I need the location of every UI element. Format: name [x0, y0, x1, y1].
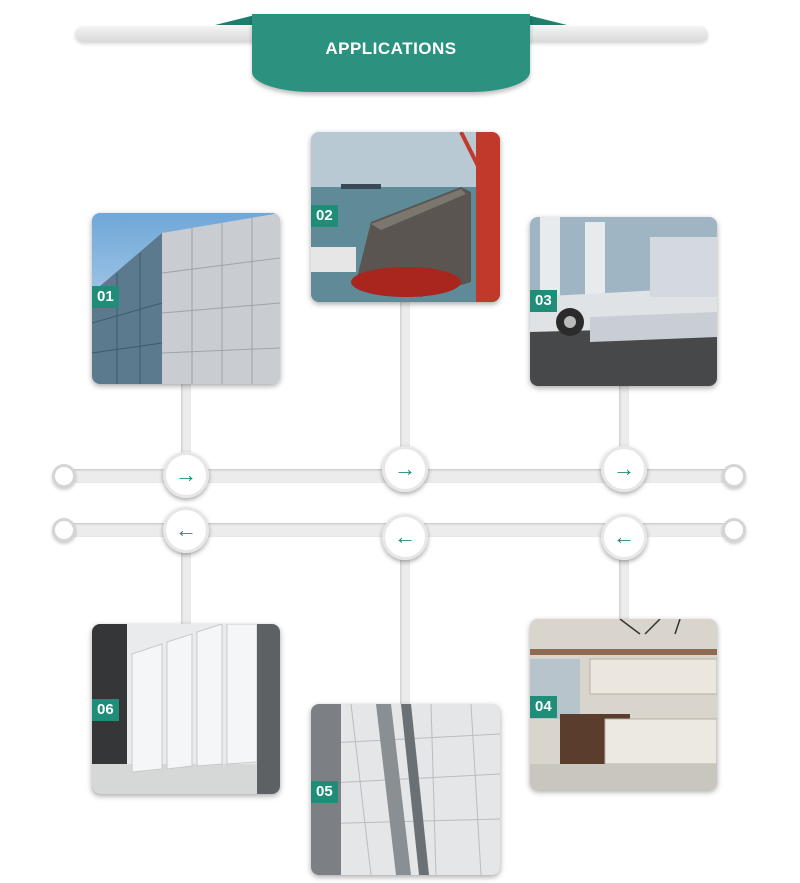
application-card-01[interactable]: 01 [92, 213, 280, 384]
arrow-node-4: ← [163, 507, 209, 553]
arrow-node-3: → [601, 446, 647, 492]
card-number: 06 [92, 699, 119, 721]
arrow-node-1: → [163, 452, 209, 498]
arrow-node-6: ← [601, 514, 647, 560]
track-endcap-top-right [722, 464, 746, 488]
aluminum-trailer-image [530, 217, 717, 386]
arrow-node-5: ← [382, 514, 428, 560]
title-banner: APPLICATIONS [252, 14, 530, 92]
ceiling-panels-image [311, 704, 500, 875]
arrow-left-icon: ← [613, 524, 635, 549]
banner-left-wing [215, 15, 255, 25]
application-card-06[interactable]: 06 [92, 624, 280, 794]
arrow-right-icon: → [175, 462, 197, 487]
interior-wall-panels-image [92, 624, 280, 794]
stem-04 [619, 540, 629, 625]
stem-06 [181, 535, 191, 630]
track-endcap-top-left [52, 464, 76, 488]
application-card-02[interactable]: 02 [311, 132, 500, 302]
card-number: 04 [530, 696, 557, 718]
arrow-left-icon: ← [394, 524, 416, 549]
arrow-right-icon: → [613, 456, 635, 481]
card-number: 03 [530, 290, 557, 312]
application-card-03[interactable]: 03 [530, 217, 717, 386]
kitchen-cabinets-image [530, 619, 717, 790]
stem-02 [400, 300, 410, 470]
page-title: APPLICATIONS [325, 39, 457, 58]
cargo-ship-image [311, 132, 500, 302]
arrow-left-icon: ← [175, 517, 197, 542]
card-number: 05 [311, 781, 338, 803]
arrow-right-icon: → [394, 456, 416, 481]
stem-05 [400, 540, 410, 710]
card-number: 02 [311, 205, 338, 227]
application-card-05[interactable]: 05 [311, 704, 500, 875]
stem-03 [619, 385, 629, 475]
arrow-node-2: → [382, 446, 428, 492]
card-number: 01 [92, 286, 119, 308]
application-card-04[interactable]: 04 [530, 619, 717, 790]
stem-01 [181, 380, 191, 480]
track-endcap-bottom-right [722, 518, 746, 542]
building-facade-image [92, 213, 280, 384]
track-endcap-bottom-left [52, 518, 76, 542]
banner-right-wing [527, 15, 567, 25]
